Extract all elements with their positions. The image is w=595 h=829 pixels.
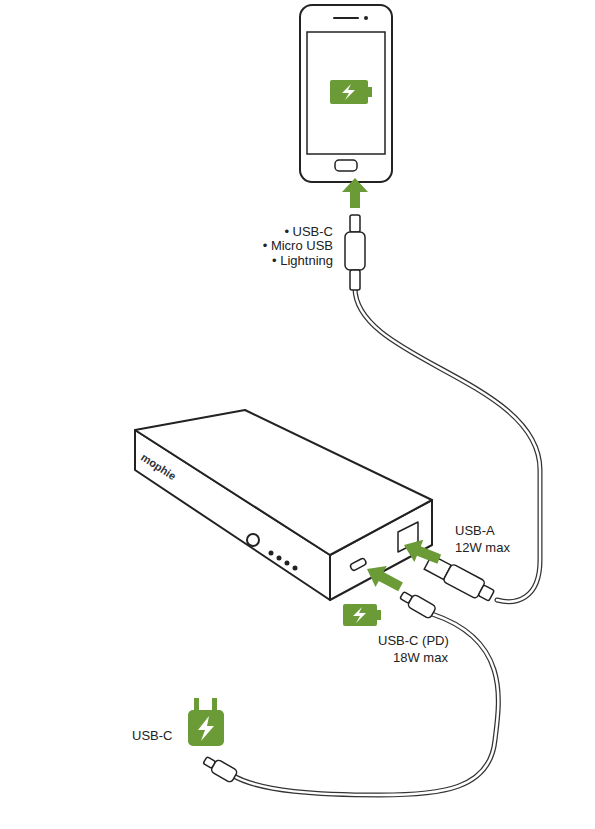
port-label: • Lightning xyxy=(272,253,333,268)
usb-c-plug xyxy=(398,589,436,619)
green-arrow xyxy=(342,178,368,208)
port-label: • Micro USB xyxy=(263,238,333,253)
cable-plug xyxy=(345,215,365,290)
port-label: USB-C xyxy=(132,728,172,743)
wall-charger xyxy=(188,698,224,746)
phone xyxy=(300,5,392,182)
port-label: USB-A xyxy=(455,523,495,538)
green-arrow xyxy=(361,558,406,597)
port-label: • USB-C xyxy=(284,224,333,239)
usb-c-plug xyxy=(202,754,238,783)
port-label: 12W max xyxy=(455,540,510,555)
power-bank xyxy=(135,410,432,600)
port-label: USB-C (PD) xyxy=(378,633,449,648)
battery-icon xyxy=(343,604,381,626)
port-label: 18W max xyxy=(393,650,448,665)
green-arrow xyxy=(400,534,444,570)
